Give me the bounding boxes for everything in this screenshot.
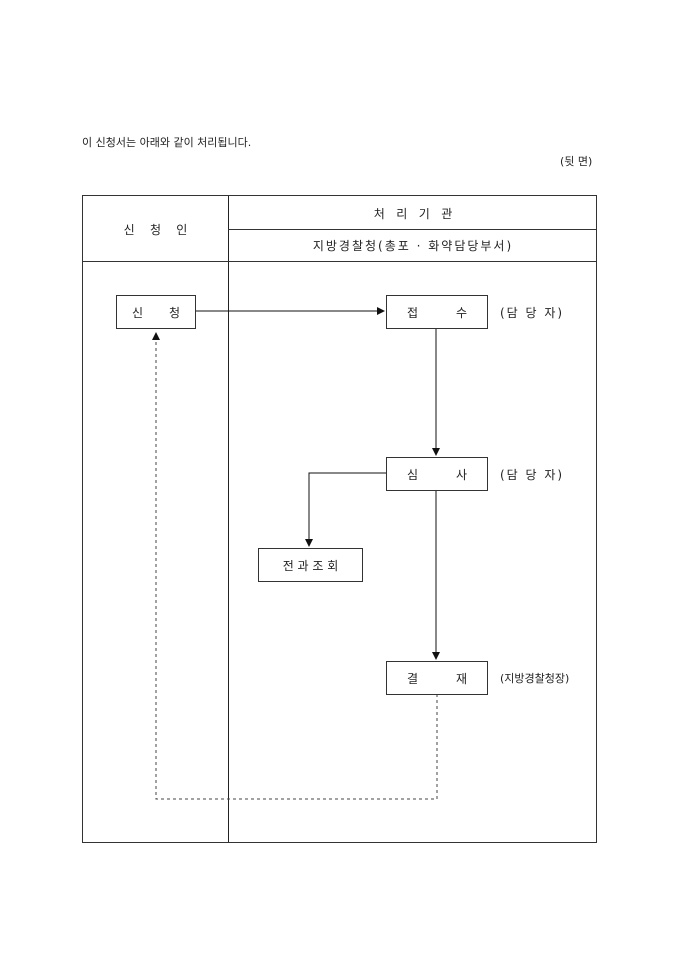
intro-text: 이 신청서는 아래와 같이 처리됩니다. [82, 136, 252, 149]
step-receive-right: 수 [455, 305, 467, 320]
header-sub-divider [228, 229, 597, 230]
step-approve-role: (지방경찰청장) [500, 672, 570, 685]
step-record-check: 전 과 조 회 [258, 548, 363, 582]
header-bottom-divider [83, 261, 597, 262]
step-receive: 접 수 [386, 295, 488, 329]
page-side-label: (뒷 면) [560, 155, 593, 168]
applicant-header: 신 청 인 [123, 223, 188, 237]
agency-subheader: 지방경찰청(총포 · 화약담당부서) [312, 239, 514, 253]
step-review-role: (담 당 자) [500, 468, 565, 482]
step-apply-left: 신 [132, 305, 144, 320]
column-divider [228, 196, 229, 842]
step-receive-role: (담 당 자) [500, 306, 565, 320]
step-apply: 신 청 [116, 295, 196, 329]
step-approve: 결 재 [386, 661, 488, 695]
return-arrowhead [152, 332, 160, 340]
step-approve-left: 결 [407, 671, 419, 686]
step-record-check-label: 전 과 조 회 [282, 558, 339, 573]
step-approve-right: 재 [455, 671, 467, 686]
process-table: 신 청 인 처 리 기 관 지방경찰청(총포 · 화약담당부서) [82, 195, 597, 843]
step-review: 심 사 [386, 457, 488, 491]
step-apply-right: 청 [168, 305, 180, 320]
step-receive-left: 접 [407, 305, 419, 320]
step-review-left: 심 [407, 467, 419, 482]
agency-header: 처 리 기 관 [373, 207, 453, 221]
step-review-right: 사 [455, 467, 467, 482]
arrow-review-to-record-check [305, 472, 386, 547]
